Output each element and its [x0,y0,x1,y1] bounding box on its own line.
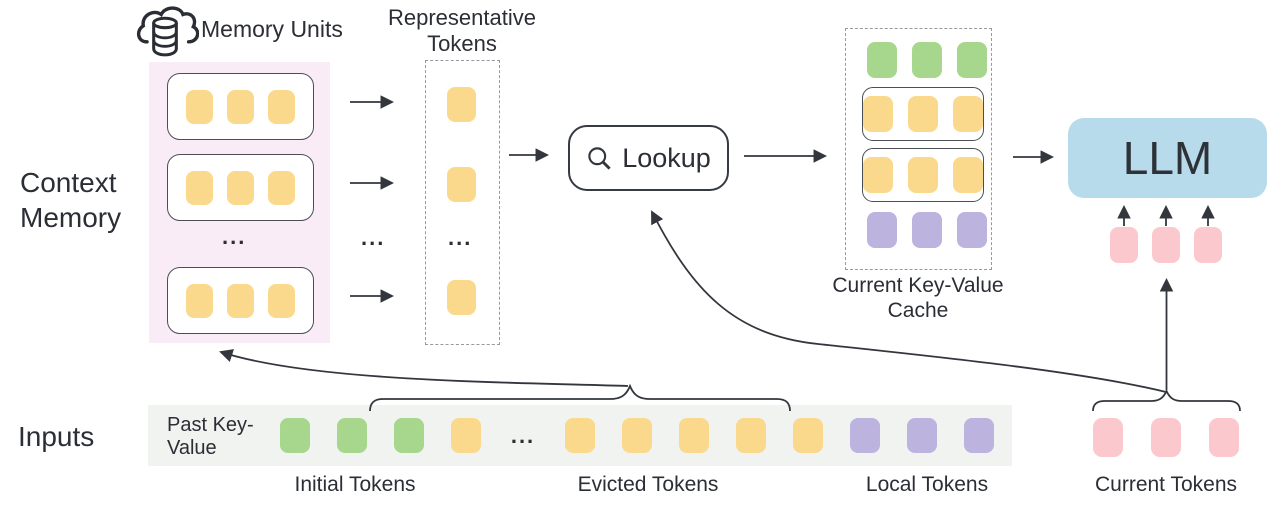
local-token-group [850,418,994,453]
pink-token [1093,418,1123,457]
evicted-tokens-label: Evicted Tokens [577,473,719,496]
pink-token [1209,418,1239,457]
yellow-token [227,89,254,124]
yellow-token [227,170,254,205]
cache-row-retrieved-unit [862,87,984,141]
representative-token-row [447,87,476,122]
strip-ellipsis: ... [510,422,536,448]
yellow-token [268,170,295,205]
representative-token-row [447,167,476,202]
representative-tokens-box [425,60,500,345]
green-token [337,418,367,453]
current-tokens-brace [1092,388,1241,412]
yellow-token [863,157,893,193]
yellow-token [268,283,295,318]
green-token [957,42,987,78]
memory-unit [167,73,314,140]
yellow-token [227,283,254,318]
green-token [867,42,897,78]
context-memory-label: Context Memory [20,167,122,233]
representative-token-row [447,280,476,315]
between-ellipsis: ... [361,225,386,250]
yellow-token [793,418,823,453]
yellow-token [908,157,938,193]
yellow-token [186,283,213,318]
past-kv-token-row: ... [280,418,994,453]
lookup-label: Lookup [622,142,711,173]
pink-token [1110,227,1138,263]
yellow-token [953,157,983,193]
purple-token [957,212,987,248]
memory-unit [167,154,314,221]
current-token-group [1093,418,1239,457]
initial-tokens-label: Initial Tokens [294,473,416,496]
initial-token-group [280,418,424,453]
yellow-token [268,89,295,124]
representative-tokens-label: Representative Tokens [388,5,536,56]
purple-token [912,212,942,248]
cache-row-retrieved-unit [862,148,984,202]
yellow-token [447,280,476,315]
current-kv-cache-label: Current Key-Value Cache [832,274,1004,322]
current-tokens-label: Current Tokens [1094,473,1238,496]
pink-token [1151,418,1181,457]
purple-token [907,418,937,453]
pink-token [1194,227,1222,263]
yellow-token [451,418,481,453]
yellow-token [736,418,766,453]
purple-token [867,212,897,248]
purple-token [964,418,994,453]
evicted-token-group-post [565,418,823,453]
yellow-token [679,418,709,453]
green-token [912,42,942,78]
yellow-token [863,96,893,132]
past-key-value-label: Past Key-Value [167,414,254,459]
yellow-token [622,418,652,453]
local-tokens-label: Local Tokens [865,473,989,496]
llm-box: LLM [1068,118,1267,198]
green-token [394,418,424,453]
cache-row-local [867,212,987,248]
yellow-token [908,96,938,132]
yellow-token [953,96,983,132]
memory-cloud-database-icon [131,2,200,65]
lookup-button: Lookup [568,125,729,191]
llm-label: LLM [1122,132,1213,184]
evicted-token-group-pre [451,418,481,453]
memory-unit [167,267,314,334]
pink-token [1152,227,1180,263]
purple-token [850,418,880,453]
representative-ellipsis: ... [448,225,473,250]
inputs-label: Inputs [18,421,95,452]
search-icon [588,146,611,170]
yellow-token [565,418,595,453]
llm-input-token-row [1110,227,1222,263]
green-token [280,418,310,453]
memory-units-label: Memory Units [201,16,343,42]
yellow-token [186,89,213,124]
yellow-token [447,87,476,122]
cache-row-initial [867,42,987,78]
yellow-token [186,170,213,205]
yellow-token [447,167,476,202]
memory-ellipsis: ... [222,224,247,249]
arrow-evicted-tokens-to-context-memory [219,349,629,387]
